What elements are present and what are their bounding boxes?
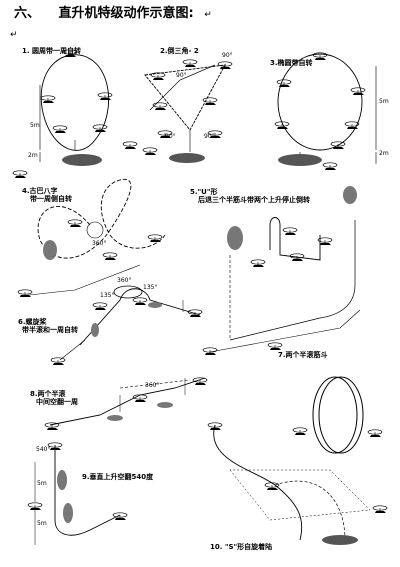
figure-8-half-rolls-flip [44,377,208,431]
return-mark: ↵ [10,30,18,40]
figure-3-ellipse [274,52,377,171]
figure-4-line2: 带一周侧自转 [30,195,72,203]
figure-8-label: 8.两个半滚 中间空翻一周 [30,390,78,406]
figure-4-line1: 4.古巴八字 [22,187,58,195]
figure-3-label: 3.椭圆带自转 [270,59,313,67]
figure-9-vertical-540 [27,442,128,545]
height-2m-fig1: 2m [28,152,38,159]
figure-8-line2: 中间空翻一周 [36,398,78,406]
angle-360-fig4: 360° [92,240,107,247]
figure-6-label: 6.螺旋桨 带半滚和一周自转 [18,318,78,334]
figure-6-line2: 带半滚和一周自转 [22,326,78,334]
figure-8-line1: 8.两个半滚 [30,390,66,398]
angle-135-b: 135° [143,284,158,291]
height-5m-fig1: 5m [30,122,40,129]
figure-5-u-shape [227,186,357,341]
section-number: 六、 [14,6,41,21]
angle-360-fig6: 360° [117,277,132,284]
figure-10-label: 10. "S"形自旋着陆 [210,543,273,551]
angle-90-d: 90° [204,133,215,140]
height-5m-fig9-upper: 5m [37,480,47,487]
section-title: 直升机特级动作示意图: [58,6,194,21]
angle-90-a: 90° [222,52,233,59]
figure-1-label: 1. 圆周带一周自转 [22,47,81,55]
figure-7-two-half-rolls [202,309,361,356]
figure-10-s-landing [207,376,388,545]
section-heading: 六、 直升机特级动作示意图: ↵ [14,2,212,21]
figure-5-line1: 5."U"形 [190,188,218,196]
figure-5-label: 5."U"形 后退三个半筋斗带两个上升停止倒转 [190,188,310,204]
figure-2-label: 2.倒三角- 2 [160,47,199,55]
figure-6-line1: 6.螺旋桨 [18,318,47,326]
angle-135-a: 135° [100,292,115,299]
figure-6-propeller [50,285,203,366]
figure-4-cuban-eight [17,178,166,298]
figure-1-circle [12,49,138,179]
angle-540: 540° [36,446,51,453]
angle-90-b: 90° [176,72,187,79]
height-2m-fig3: 2m [379,150,389,157]
figure-2-triangle [142,59,233,163]
figure-7-label: 7.两个半滚筋斗 [278,351,328,359]
height-5m-fig3: 5m [379,98,389,105]
angle-90-c: 90° [165,133,176,140]
figure-4-label: 4.古巴八字 带一周侧自转 [22,187,72,203]
paragraph-mark: ↵ [204,10,212,20]
height-5m-fig9-lower: 5m [37,520,47,527]
angle-360-fig8: 360° [145,382,160,389]
figure-9-label: 9.垂直上升空翻540度 [82,473,154,481]
figure-5-line2: 后退三个半筋斗带两个上升停止倒转 [198,196,310,204]
